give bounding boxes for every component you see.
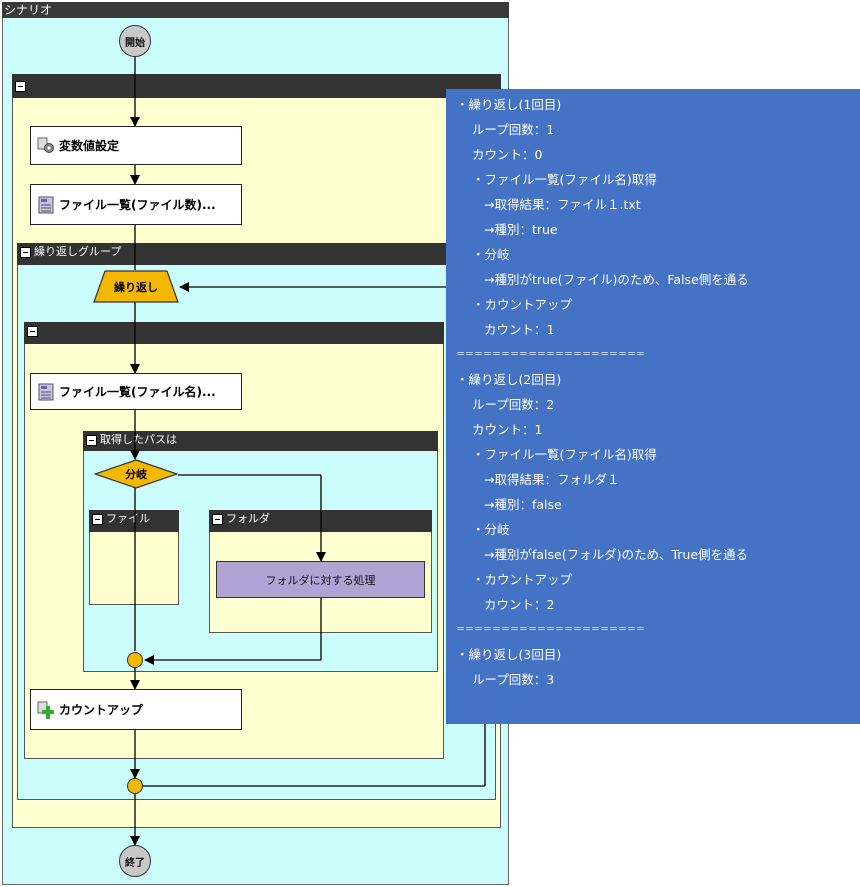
note-line: カウント：1: [472, 422, 543, 437]
folder-group-label: フォルダ: [226, 512, 270, 525]
inner-group-bar[interactable]: [24, 322, 444, 344]
note-line: ・繰り返し(2回目): [456, 372, 562, 387]
collapse-icon[interactable]: [20, 246, 31, 258]
folder-process-label: フォルダに対する処理: [265, 573, 376, 587]
branch-shape[interactable]: [94, 459, 178, 489]
note-line: ・カウントアップ: [472, 297, 573, 312]
note-line: ・カウントアップ: [472, 572, 573, 587]
note-line: →取得結果：フォルダ１: [484, 472, 620, 487]
var-set-node[interactable]: 変数値設定: [30, 126, 242, 165]
loop-group-bar[interactable]: 繰り返しグループ: [17, 243, 496, 265]
file-group-label: ファイル: [106, 512, 150, 525]
note-line: ループ回数：2: [472, 397, 555, 412]
note-line: ループ回数：1: [472, 122, 555, 137]
explanation-note: ・繰り返し(1回目) ループ回数：1 カウント：0 ・ファイル一覧(ファイル名)…: [446, 89, 860, 724]
outer-group-bar[interactable]: [12, 74, 501, 98]
note-line: カウント：1: [484, 322, 555, 337]
note-line: ・ファイル一覧(ファイル名)取得: [472, 172, 657, 187]
note-line: ・ファイル一覧(ファイル名)取得: [472, 447, 657, 462]
collapse-icon[interactable]: [86, 434, 97, 446]
collapse-icon[interactable]: [212, 513, 223, 525]
file-list-count-label: ファイル一覧(ファイル数)...: [59, 198, 216, 212]
file-list-name-node[interactable]: ファイル一覧(ファイル名)...: [30, 373, 242, 410]
note-line: →種別がfalse(フォルダ)のため、True側を通る: [484, 547, 749, 562]
var-set-label: 変数値設定: [59, 139, 120, 153]
collapse-icon[interactable]: [92, 513, 103, 525]
loop-shape[interactable]: [93, 270, 179, 303]
count-up-node[interactable]: カウントアップ: [30, 689, 242, 730]
file-list-icon: [38, 383, 54, 400]
note-line: ループ回数：3: [472, 672, 555, 687]
note-line: →取得結果：ファイル１.txt: [484, 197, 641, 212]
note-line: →種別：true: [484, 222, 558, 237]
note-line: ・分岐: [472, 522, 510, 537]
folder-process-node[interactable]: フォルダに対する処理: [216, 561, 425, 598]
path-check-label: 取得したパスは: [100, 433, 177, 446]
branch-label: 分岐: [125, 468, 147, 481]
loop-joint: [127, 778, 143, 794]
note-line: →種別がtrue(ファイル)のため、False側を通る: [484, 272, 749, 287]
loop-group-label: 繰り返しグループ: [34, 245, 122, 258]
loop-label: 繰り返し: [114, 280, 158, 294]
plus-icon: [37, 701, 54, 719]
count-up-label: カウントアップ: [59, 703, 144, 717]
file-list-name-label: ファイル一覧(ファイル名)...: [59, 385, 216, 399]
note-line: ・繰り返し(1回目): [456, 97, 562, 112]
note-line: ・繰り返し(3回目): [456, 647, 562, 662]
collapse-icon[interactable]: [27, 325, 38, 337]
file-list-count-node[interactable]: ファイル一覧(ファイル数)...: [30, 184, 242, 225]
start-node[interactable]: 開始: [119, 25, 151, 57]
branch-joint: [127, 652, 143, 668]
end-node[interactable]: 終了: [119, 845, 151, 877]
note-line: カウント：2: [484, 597, 555, 612]
path-check-bar[interactable]: 取得したパスは: [83, 431, 438, 451]
note-line: カウント：0: [472, 147, 543, 162]
note-separator: ＝＝＝＝＝＝＝＝＝＝＝＝＝＝＝＝＝＝＝＝＝: [456, 350, 646, 360]
collapse-icon[interactable]: [15, 80, 26, 92]
scenario-title: シナリオ: [2, 2, 509, 18]
file-group-bar[interactable]: ファイル: [89, 510, 179, 532]
note-line: →種別：false: [484, 497, 562, 512]
gear-icon: [37, 137, 54, 153]
note-separator: ＝＝＝＝＝＝＝＝＝＝＝＝＝＝＝＝＝＝＝＝＝: [456, 625, 646, 635]
note-line: ・分岐: [472, 247, 510, 262]
file-list-icon: [38, 196, 54, 213]
